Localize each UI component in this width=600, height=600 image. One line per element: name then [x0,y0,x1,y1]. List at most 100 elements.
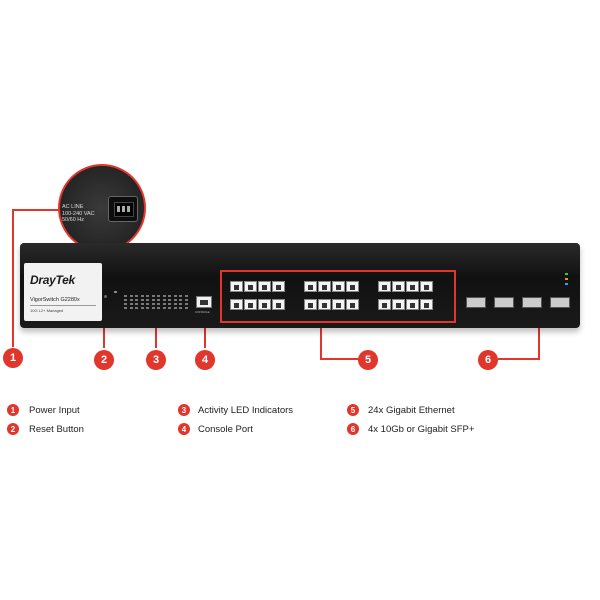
legend-num-4: 4 [178,423,190,435]
activity-led [140,307,144,309]
ac-line-label: AC LINE 100-240 VAC 50/60 Hz [62,204,95,223]
activity-led [162,307,166,309]
activity-led [135,303,138,305]
activity-led [135,307,138,309]
activity-led [179,295,182,297]
sfp-port[interactable] [466,297,486,308]
legend-label-1: Power Input [29,405,80,416]
activity-led-indicators [124,295,194,315]
activity-led [146,303,149,305]
legend-label-2: Reset Button [29,424,84,435]
activity-led [124,295,127,297]
ethernet-port[interactable] [346,281,359,292]
activity-led [157,307,160,309]
ethernet-port[interactable] [272,299,285,310]
activity-led [146,295,149,297]
activity-led [124,303,127,305]
activity-led [173,303,177,305]
sfp-ports[interactable] [466,297,576,317]
console-port[interactable] [196,296,212,308]
callout-line-6-h [498,358,540,360]
activity-led [124,299,127,301]
ac-inlet-socket [108,196,138,222]
activity-led [157,303,160,305]
activity-led [151,299,155,301]
activity-led [140,299,144,301]
callout-line-3 [155,322,157,348]
callout-line-6-v [538,322,540,360]
ethernet-port[interactable] [346,299,359,310]
legend-num-2: 2 [7,423,19,435]
sfp-port[interactable] [522,297,542,308]
legend-label-6: 4x 10Gb or Gigabit SFP+ [368,424,475,435]
ethernet-port[interactable] [406,299,419,310]
status-led-green [565,273,568,275]
ethernet-highlight-box [220,270,456,323]
ethernet-port[interactable] [420,281,433,292]
legend-label-3: Activity LED Indicators [198,405,294,416]
activity-led [129,307,133,309]
callout-3: 3 [146,350,166,370]
activity-led [184,299,188,301]
ethernet-port[interactable] [318,299,331,310]
callout-6: 6 [478,350,498,370]
ethernet-port[interactable] [230,299,243,310]
ethernet-port[interactable] [392,281,405,292]
activity-led [173,295,177,297]
legend-num-5: 5 [347,404,359,416]
ethernet-port[interactable] [318,281,331,292]
legend-label-5: 24x Gigabit Ethernet [368,405,455,416]
switch-chassis: DrayTek VigorSwitch G2280x 10G L2+ Manag… [20,243,580,328]
ethernet-port[interactable] [304,281,317,292]
ethernet-port[interactable] [332,299,345,310]
power-inlet-zoom: AC LINE 100-240 VAC 50/60 Hz [58,164,146,252]
reset-button[interactable] [104,295,107,298]
legend-num-6: 6 [347,423,359,435]
ethernet-port[interactable] [332,281,345,292]
activity-led [157,299,160,301]
ethernet-port[interactable] [258,299,271,310]
activity-led [129,303,133,305]
activity-led [140,303,144,305]
ethernet-port[interactable] [258,281,271,292]
ethernet-port[interactable] [406,281,419,292]
activity-led [140,295,144,297]
callout-line-1-h [12,209,59,211]
activity-led [173,307,177,309]
status-led-blue [565,283,568,285]
ethernet-port[interactable] [230,281,243,292]
activity-led [135,299,138,301]
ethernet-port[interactable] [244,299,257,310]
ethernet-port[interactable] [392,299,405,310]
callout-line-5-v [320,322,322,360]
callout-4: 4 [195,350,215,370]
callout-line-4 [204,318,206,348]
activity-led [151,295,155,297]
ethernet-port[interactable] [378,299,391,310]
sfp-port[interactable] [494,297,514,308]
activity-led [162,299,166,301]
ethernet-port[interactable] [244,281,257,292]
activity-led [179,299,182,301]
activity-led [184,303,188,305]
activity-led [129,299,133,301]
callout-line-2 [103,318,105,348]
ethernet-port[interactable] [420,299,433,310]
ethernet-port[interactable] [304,299,317,310]
sfp-port[interactable] [550,297,570,308]
activity-led [129,295,133,297]
status-led-orange [565,278,568,280]
activity-led [162,295,166,297]
activity-led [184,295,188,297]
callout-5: 5 [358,350,378,370]
callout-2: 2 [94,350,114,370]
ethernet-port[interactable] [378,281,391,292]
ethernet-port[interactable] [272,281,285,292]
gigabit-ethernet-ports[interactable] [224,276,452,318]
legend-num-1: 1 [7,404,19,416]
console-label: CONSOLE [195,310,210,314]
activity-led [151,303,155,305]
callout-line-1-v [12,209,14,347]
callout-line-5-h [320,358,360,360]
activity-led [179,303,182,305]
